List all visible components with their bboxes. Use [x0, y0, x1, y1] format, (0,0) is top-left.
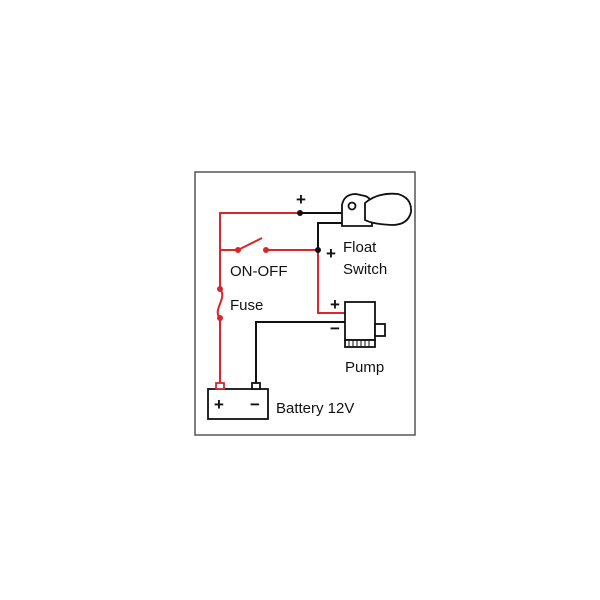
battery-plus: +	[214, 395, 224, 414]
float-switch-icon	[341, 192, 412, 227]
fuse-contact-bottom	[217, 315, 223, 321]
switch-contact-1	[235, 247, 241, 253]
battery-minus: −	[250, 395, 260, 414]
pump-minus: −	[330, 319, 340, 338]
on-off-label: ON-OFF	[230, 263, 288, 280]
junction-dot-top	[297, 210, 303, 216]
wire-float-out	[317, 222, 342, 250]
fuse-contact-top	[217, 286, 223, 292]
negative-wires	[255, 212, 345, 385]
pump-plus: +	[330, 295, 340, 314]
pump-icon	[344, 301, 386, 348]
wire-fuse-to-float	[219, 212, 300, 289]
pump-label: Pump	[345, 359, 384, 376]
wire-pump-minus	[255, 321, 345, 385]
float-junction-plus: +	[326, 244, 336, 263]
fuse-label: Fuse	[230, 297, 263, 314]
switch-contact-2	[263, 247, 269, 253]
float-switch-label-1: Float	[343, 239, 377, 256]
wire-junction-to-pump	[317, 250, 345, 314]
junction-dot-float	[315, 247, 321, 253]
float-top-plus: +	[296, 190, 306, 209]
battery-icon	[207, 382, 269, 420]
positive-dots	[217, 247, 269, 321]
float-switch-label-2: Switch	[343, 261, 387, 278]
battery-label: Battery 12V	[276, 400, 354, 417]
switch-lever	[237, 237, 263, 251]
